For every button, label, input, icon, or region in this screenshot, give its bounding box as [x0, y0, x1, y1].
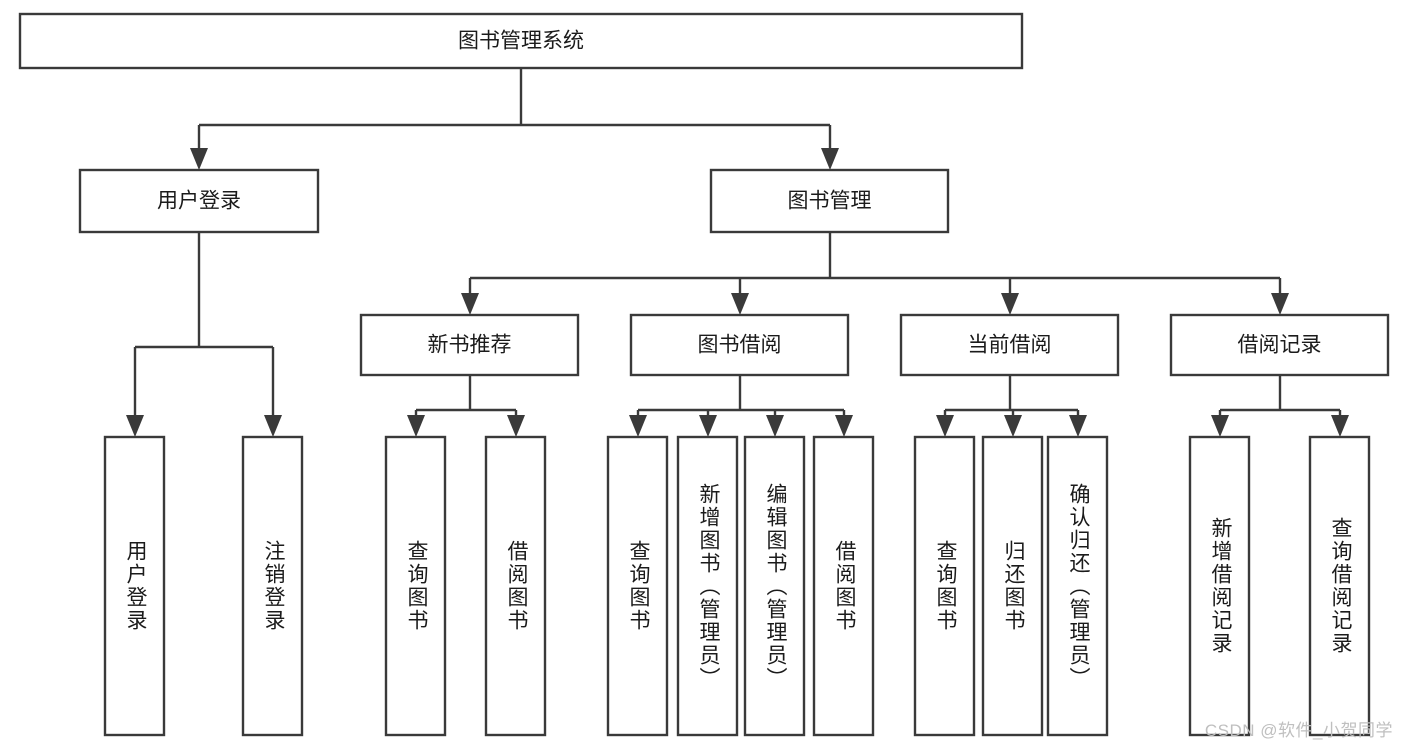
arrow-head-leaf-query-book-bor [629, 415, 647, 437]
node-box-root[interactable] [18, 12, 1024, 70]
node-box-user-login[interactable] [78, 168, 320, 234]
node-label-user-login: 用户登录 [157, 190, 241, 213]
arrow-head-leaf-logout [264, 415, 282, 437]
arrow-head-current-borrow [1001, 293, 1019, 315]
node-label-new-book-rec: 新书推荐 [428, 334, 512, 357]
arrow-head-leaf-borrow-book-rec [507, 415, 525, 437]
arrow-head-leaf-query-book-cur [936, 415, 954, 437]
node-box-leaf-borrow-book-rec[interactable] [484, 435, 547, 737]
node-box-leaf-logout[interactable] [241, 435, 304, 737]
node-label-book-borrow: 图书借阅 [698, 334, 782, 357]
arrow-head-borrow-record [1271, 293, 1289, 315]
arrow-head-leaf-query-record [1331, 415, 1349, 437]
arrow-head-leaf-borrow-book-bor [835, 415, 853, 437]
connectors-layer [126, 68, 1349, 437]
arrow-head-leaf-edit-book [766, 415, 784, 437]
arrow-head-leaf-user-login [126, 415, 144, 437]
arrow-head-book-manage [821, 148, 839, 170]
node-label-root: 图书管理系统 [458, 30, 584, 53]
node-box-leaf-user-login[interactable] [103, 435, 166, 737]
node-box-new-book-rec[interactable] [359, 313, 580, 377]
node-label-book-manage: 图书管理 [788, 190, 872, 213]
node-box-leaf-query-record[interactable] [1308, 435, 1371, 737]
node-box-leaf-query-book-rec[interactable] [384, 435, 447, 737]
arrow-head-leaf-add-book [699, 415, 717, 437]
arrow-head-user-login [190, 148, 208, 170]
node-box-current-borrow[interactable] [899, 313, 1120, 377]
node-box-leaf-borrow-book-bor[interactable] [812, 435, 875, 737]
node-box-book-borrow[interactable] [629, 313, 850, 377]
node-box-borrow-record[interactable] [1169, 313, 1390, 377]
node-label-borrow-record: 借阅记录 [1238, 334, 1322, 357]
node-label-current-borrow: 当前借阅 [968, 334, 1052, 357]
csdn-watermark: CSDN @软件_小贺同学 [1204, 721, 1393, 740]
node-box-leaf-confirm-return[interactable] [1046, 435, 1109, 737]
arrow-head-leaf-query-book-rec [407, 415, 425, 437]
node-box-leaf-edit-book[interactable] [743, 435, 806, 737]
node-box-leaf-add-book[interactable] [676, 435, 739, 737]
arrow-head-new-book-rec [461, 293, 479, 315]
arrow-head-book-borrow [731, 293, 749, 315]
arrow-head-leaf-confirm-return [1069, 415, 1087, 437]
node-box-book-manage[interactable] [709, 168, 950, 234]
node-box-leaf-return-book[interactable] [981, 435, 1044, 737]
boxes-layer [18, 12, 1390, 737]
node-box-leaf-add-record[interactable] [1188, 435, 1251, 737]
node-box-leaf-query-book-cur[interactable] [913, 435, 976, 737]
arrow-head-leaf-return-book [1004, 415, 1022, 437]
arrow-head-leaf-add-record [1211, 415, 1229, 437]
node-box-leaf-query-book-bor[interactable] [606, 435, 669, 737]
